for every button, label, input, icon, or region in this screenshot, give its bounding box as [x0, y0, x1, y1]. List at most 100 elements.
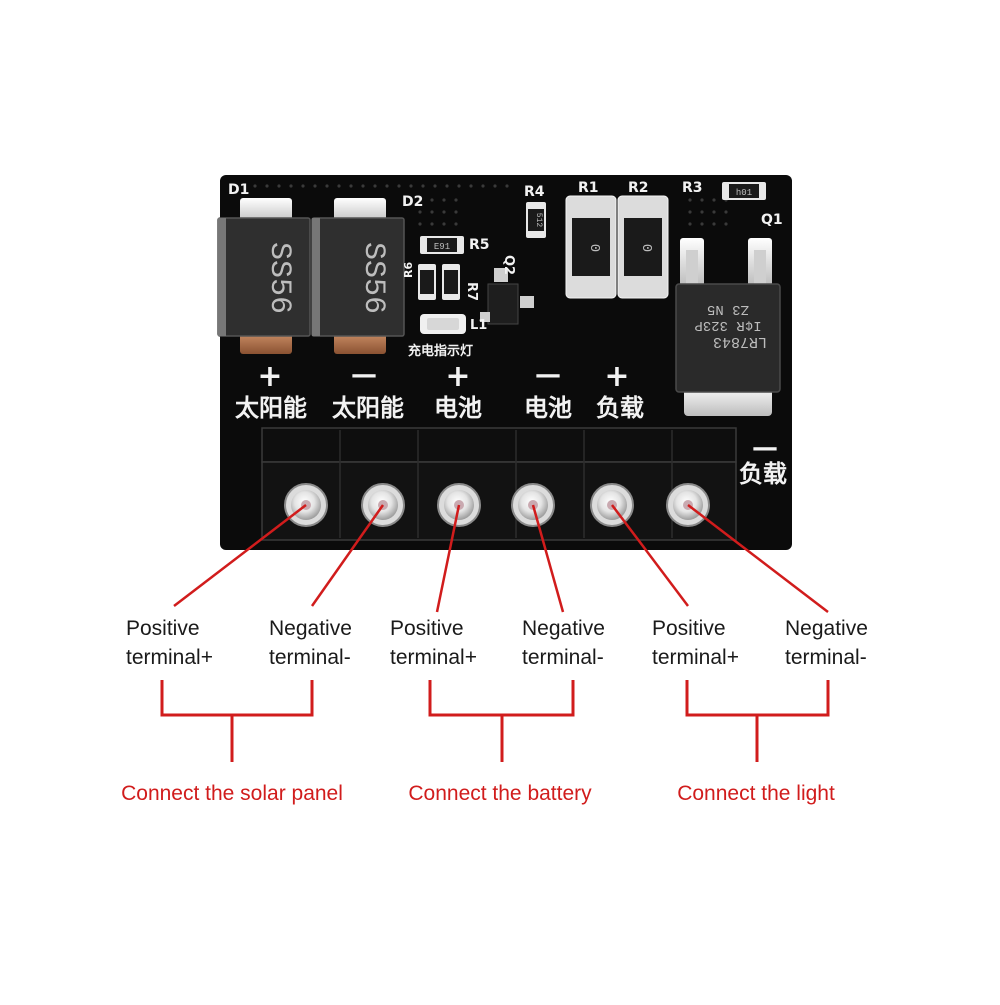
callout-line1: Positive: [652, 617, 726, 640]
terminal-6-name: 负载: [739, 460, 787, 488]
r7-label: R7: [464, 282, 479, 301]
terminal-3-sign: +: [445, 359, 470, 394]
d2-label: D2: [402, 194, 423, 210]
callout-line1: Positive: [126, 617, 200, 640]
l1-label: L1: [470, 318, 487, 333]
via-dot: [430, 222, 434, 226]
bracket-battery: [428, 680, 575, 762]
resistor-r4: 512: [526, 202, 546, 238]
via-dot: [493, 184, 497, 188]
callout-line2: terminal+: [652, 646, 739, 669]
via-dot: [442, 222, 446, 226]
via-dot: [505, 184, 509, 188]
callout-line1: Negative: [269, 617, 352, 640]
via-dot: [724, 222, 728, 226]
via-dot: [700, 222, 704, 226]
terminal-5-sign: +: [604, 359, 629, 394]
bracket-light: [685, 680, 830, 762]
via-dot: [454, 210, 458, 214]
q1-marking-line1: LR7843: [713, 333, 767, 350]
via-dot: [712, 222, 716, 226]
r3-label: R3: [682, 180, 703, 196]
callout-line2: terminal-: [269, 646, 351, 669]
callout-line1: Negative: [522, 617, 605, 640]
via-dot: [700, 198, 704, 202]
q1-label: Q1: [761, 212, 783, 228]
r3-marking: h01: [736, 188, 752, 198]
via-dot: [373, 184, 377, 188]
via-dot: [265, 184, 269, 188]
callout-solar-negative: Negative terminal-: [269, 614, 352, 672]
bracket-solar: [160, 680, 314, 762]
callout-line1: Negative: [785, 617, 868, 640]
pointer-lines: [173, 504, 829, 613]
pointer-line-1: [173, 504, 307, 607]
d1-marking: SS56: [262, 242, 296, 314]
r1-marking: 0: [586, 244, 602, 252]
group-title-battery: Connect the battery: [408, 782, 592, 805]
callout-light-negative: Negative terminal-: [785, 614, 868, 672]
terminal-1-name: 太阳能: [235, 394, 307, 422]
via-dot: [688, 210, 692, 214]
terminal-4-name: 电池: [524, 394, 572, 422]
pointer-line-6: [687, 504, 829, 613]
via-dot: [442, 198, 446, 202]
via-dot: [433, 184, 437, 188]
callout-line2: terminal-: [785, 646, 867, 669]
via-dot: [454, 198, 458, 202]
via-dot: [469, 184, 473, 188]
via-dot: [445, 184, 449, 188]
r2-label: R2: [628, 180, 649, 196]
terminal-2-name: 太阳能: [332, 394, 404, 422]
callout-battery-positive: Positive terminal+: [390, 614, 477, 672]
callout-solar-positive: Positive terminal+: [126, 614, 213, 672]
indicator-label: 充电指示灯: [408, 343, 473, 359]
r5-label: R5: [469, 237, 490, 253]
resistor-r5: E91: [420, 236, 464, 254]
diode-d2: SS56: [311, 198, 405, 354]
terminal-3-name: 电池: [434, 394, 482, 422]
r6-label: R6: [402, 262, 415, 278]
resistor-r6: [418, 264, 436, 300]
terminal-labels: + 太阳能 — 太阳能 + 电池 — 电池 + 负载 — 负载: [235, 359, 787, 488]
r1-label: R1: [578, 180, 599, 196]
via-dot: [457, 184, 461, 188]
q2-label: Q2: [501, 255, 516, 275]
callout-line2: terminal-: [522, 646, 604, 669]
group-title-solar: Connect the solar panel: [121, 782, 343, 805]
via-dot: [409, 184, 413, 188]
r5-marking: E91: [434, 242, 450, 252]
via-dot: [385, 184, 389, 188]
via-dot: [418, 210, 422, 214]
resistor-r2: 0: [617, 195, 669, 299]
r2-marking: 0: [638, 244, 654, 252]
resistor-r1: 0: [565, 195, 617, 299]
via-dot: [442, 210, 446, 214]
group-title-light: Connect the light: [677, 782, 835, 805]
callout-battery-negative: Negative terminal-: [522, 614, 605, 672]
via-dot: [361, 184, 365, 188]
via-dot: [430, 210, 434, 214]
resistor-r7: [442, 264, 460, 300]
via-dot: [700, 210, 704, 214]
pointer-line-4: [531, 504, 565, 613]
d2-marking: SS56: [356, 242, 390, 314]
via-dot: [418, 198, 422, 202]
resistor-r3: h01: [722, 182, 766, 200]
via-dot: [481, 184, 485, 188]
terminal-1-sign: +: [257, 359, 282, 394]
via-dot: [301, 184, 305, 188]
via-dot: [277, 184, 281, 188]
r4-marking: 512: [534, 213, 543, 228]
transistor-q2: [480, 268, 534, 325]
mosfet-q1: LR7843 I¢R 323P Z3 N5: [675, 238, 781, 416]
terminal-block: [261, 427, 737, 541]
diode-d1: SS56: [217, 198, 311, 354]
led-l1: [420, 314, 466, 334]
via-dot: [688, 198, 692, 202]
q1-marking-line2: I¢R 323P: [694, 317, 761, 333]
via-dot: [325, 184, 329, 188]
via-dot: [289, 184, 293, 188]
